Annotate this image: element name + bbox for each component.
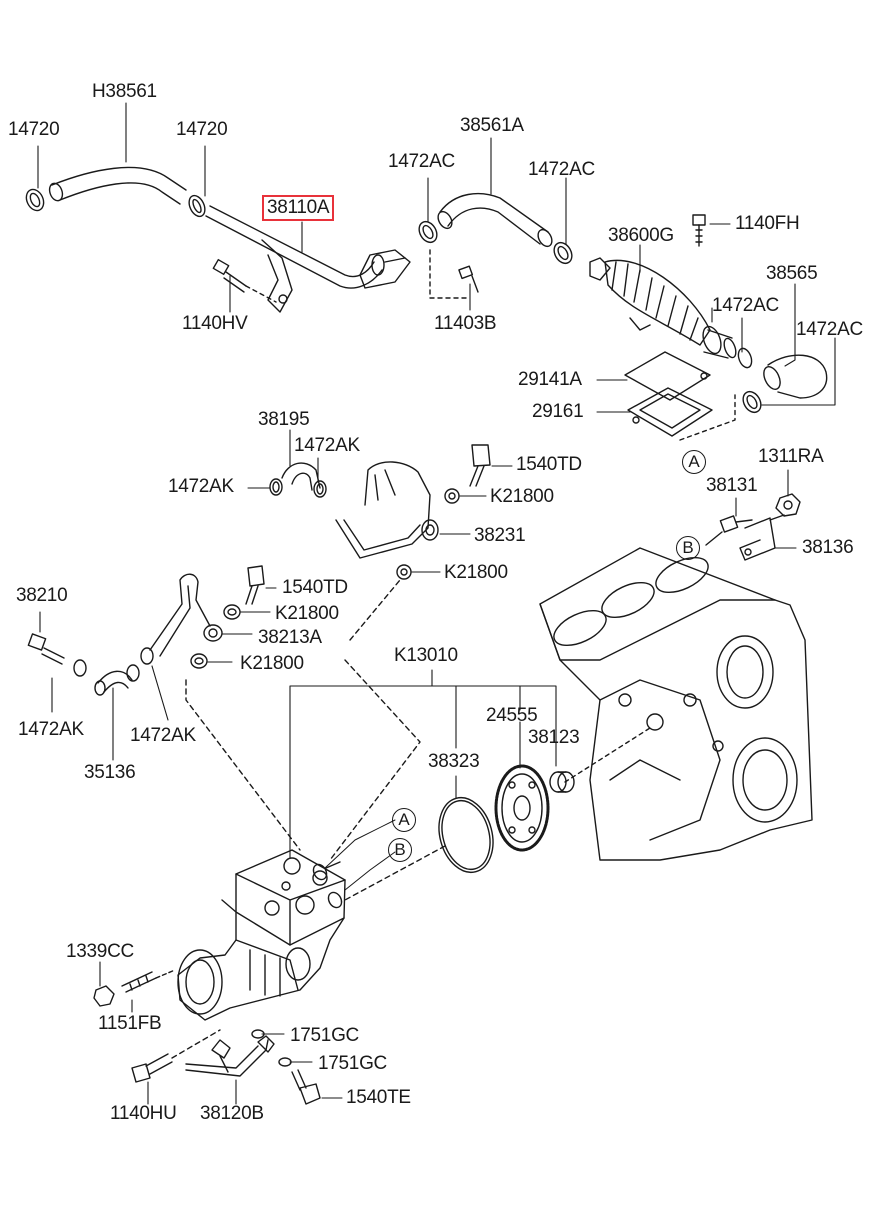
bolt-1140hv bbox=[212, 258, 277, 303]
label-1151fb: 1151FB bbox=[98, 1013, 162, 1034]
washer-k21800-d bbox=[190, 653, 208, 669]
label-1472ak-left: 1472AK bbox=[168, 476, 234, 497]
pipe-38120b bbox=[185, 1035, 275, 1077]
clamp-1472ak-b2 bbox=[140, 647, 154, 665]
label-1140fh: 1140FH bbox=[735, 213, 800, 234]
bolt-1540te bbox=[291, 1069, 321, 1105]
engine-block bbox=[539, 547, 813, 861]
leader-lines bbox=[37, 102, 836, 1105]
gear-24555 bbox=[494, 764, 550, 852]
label-38561a: 38561A bbox=[460, 115, 524, 136]
label-14720-right: 14720 bbox=[176, 119, 228, 140]
pipe-38561a bbox=[437, 192, 553, 248]
label-1472ak-b2: 1472AK bbox=[130, 725, 196, 746]
gasket-29161 bbox=[627, 387, 713, 437]
label-38213a: 38213A bbox=[258, 627, 322, 648]
hose-35136 bbox=[94, 664, 140, 696]
label-11403b: 11403B bbox=[434, 313, 497, 334]
label-1472ac-c: 1472AC bbox=[712, 295, 779, 316]
hose-h38561 bbox=[48, 166, 187, 205]
label-k21800-d: K21800 bbox=[240, 653, 304, 674]
label-k13010: K13010 bbox=[394, 645, 458, 666]
label-k21800-c: K21800 bbox=[275, 603, 339, 624]
pipe-38231 bbox=[335, 461, 439, 559]
gasket-29141a bbox=[624, 351, 711, 401]
hose-38195 bbox=[281, 462, 321, 491]
label-38231: 38231 bbox=[474, 525, 526, 546]
label-1472ak-b1: 1472AK bbox=[18, 719, 84, 740]
clamp-1472ak-top bbox=[313, 480, 327, 498]
bolt-1540td-top bbox=[469, 444, 491, 487]
bolt-11403b bbox=[429, 249, 479, 299]
clamp-1472ac-b bbox=[553, 241, 573, 265]
clamp-1472ac-a bbox=[418, 220, 438, 244]
label-1339cc: 1339CC bbox=[66, 941, 134, 962]
label-38565: 38565 bbox=[766, 263, 818, 284]
label-14720-left: 14720 bbox=[8, 119, 60, 140]
label-38195: 38195 bbox=[258, 409, 310, 430]
label-1540td-mid: 1540TD bbox=[282, 577, 348, 598]
clamp-14720-left bbox=[25, 188, 45, 212]
label-35136: 35136 bbox=[84, 762, 136, 783]
label-38136: 38136 bbox=[802, 537, 854, 558]
bolt-38210 bbox=[27, 633, 65, 665]
label-1472ak-top: 1472AK bbox=[294, 435, 360, 456]
clamp-1472ac-c bbox=[737, 347, 753, 369]
ref-circle-a-lower: A bbox=[392, 808, 416, 832]
label-1472ac-b: 1472AC bbox=[528, 159, 595, 180]
clamp-1472ak-b1 bbox=[73, 659, 87, 677]
label-1540te: 1540TE bbox=[346, 1087, 411, 1108]
bolt-1140hu bbox=[131, 1029, 221, 1083]
label-k21800-b: K21800 bbox=[444, 562, 508, 583]
label-38210: 38210 bbox=[16, 585, 68, 606]
bolt-1540td-mid bbox=[245, 565, 265, 605]
washer-k21800-c bbox=[223, 604, 241, 620]
label-1140hu: 1140HU bbox=[110, 1103, 177, 1124]
nut-1311ra bbox=[769, 493, 801, 521]
label-38123: 38123 bbox=[528, 727, 580, 748]
pipe-38110a bbox=[205, 205, 411, 313]
nut-1339cc bbox=[93, 985, 115, 1007]
label-h38561: H38561 bbox=[92, 81, 157, 102]
label-1751gc-a: 1751GC bbox=[290, 1025, 359, 1046]
ref-circle-b-upper: B bbox=[676, 536, 700, 560]
label-29161: 29161 bbox=[532, 401, 584, 422]
pipe-38213a bbox=[149, 573, 223, 657]
label-38323: 38323 bbox=[428, 751, 480, 772]
sensor-38131 bbox=[705, 515, 753, 546]
clamp-1472ak-left bbox=[269, 478, 283, 496]
leader-ref-a bbox=[679, 394, 736, 441]
clamp-14720-right bbox=[188, 194, 206, 218]
stud-1151fb bbox=[121, 969, 176, 993]
washer-k21800-a bbox=[444, 488, 460, 504]
label-29141a: 29141A bbox=[518, 369, 582, 390]
label-1311ra: 1311RA bbox=[758, 446, 824, 467]
label-k21800-a: K21800 bbox=[490, 486, 554, 507]
label-24555: 24555 bbox=[486, 705, 538, 726]
oring-38323 bbox=[438, 796, 494, 874]
clamp-1472ac-d bbox=[742, 390, 762, 414]
label-38131: 38131 bbox=[706, 475, 758, 496]
ref-circle-a-upper: A bbox=[682, 450, 706, 474]
hose-38565 bbox=[763, 354, 828, 399]
label-1140hv: 1140HV bbox=[182, 313, 248, 334]
air-compressor bbox=[177, 849, 346, 1021]
bolt-1140fh bbox=[692, 214, 706, 247]
washer-1751gc-b bbox=[278, 1057, 292, 1067]
label-38600g: 38600G bbox=[608, 225, 674, 246]
label-1751gc-b: 1751GC bbox=[318, 1053, 387, 1074]
ref-circle-b-lower: B bbox=[388, 838, 412, 862]
label-38120b: 38120B bbox=[200, 1103, 264, 1124]
bracket-38136 bbox=[739, 517, 776, 561]
bushing-38123 bbox=[549, 771, 575, 793]
washer-k21800-b bbox=[396, 564, 412, 580]
filter-38600g bbox=[589, 257, 737, 359]
label-38110a-highlighted[interactable]: 38110A bbox=[262, 195, 335, 221]
label-1540td-top: 1540TD bbox=[516, 454, 582, 475]
label-1472ac-a: 1472AC bbox=[388, 151, 455, 172]
label-1472ac-d: 1472AC bbox=[796, 319, 863, 340]
